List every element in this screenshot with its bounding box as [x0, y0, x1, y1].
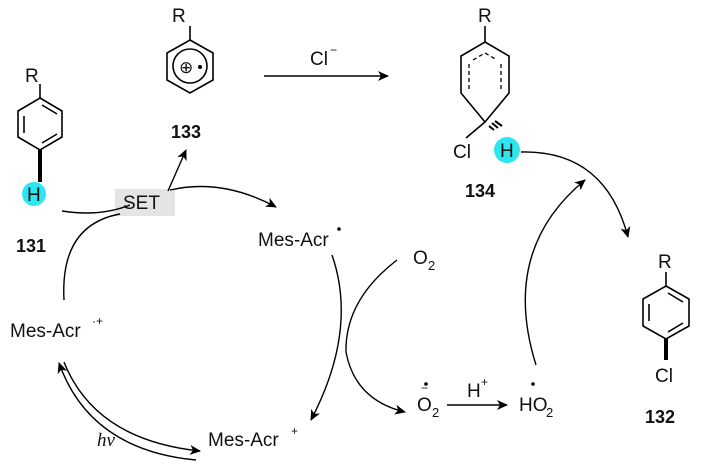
hv-excitation-arrow: [63, 361, 201, 455]
r-label: R: [478, 6, 492, 27]
dashed-delocalization: [468, 52, 502, 90]
highlight-h-circle: [494, 137, 520, 163]
hydroperoxyl-subscript: 2: [546, 405, 553, 420]
chloride-charge: −: [330, 43, 337, 57]
chlorine-label: Cl: [453, 142, 471, 163]
hydrogen-label: H: [500, 141, 514, 162]
rearomatization-arrow: [520, 151, 631, 238]
superoxide-label: O: [417, 395, 432, 416]
proton-label: H: [467, 381, 481, 402]
radical-dot: [198, 65, 202, 69]
radical-cation-superscript: ·+: [92, 314, 103, 328]
inner-double-bond: [667, 292, 684, 303]
charge-symbol: ⊕: [179, 58, 193, 77]
inner-double-bond: [41, 133, 58, 144]
mes-acr-radical-cation-label: Mes-Acr: [10, 321, 81, 342]
benzene-ring: [642, 285, 690, 340]
radical-dot: [424, 382, 428, 386]
compound-number-133: 133: [171, 122, 201, 142]
set-to-133-arrow: [167, 149, 187, 192]
mes-acr-cation-label: Mes-Acr: [208, 430, 279, 451]
delocalized-circle: [172, 48, 208, 84]
oxygen-label: O: [413, 248, 428, 269]
compound-number-131: 131: [16, 236, 46, 256]
compound-132: R Cl 132: [642, 252, 690, 427]
compound-131: H R 131: [16, 66, 63, 256]
radical-dot: [337, 227, 341, 231]
inner-double-bond: [667, 322, 684, 333]
r-label: R: [658, 252, 672, 273]
compound-number-134: 134: [465, 181, 495, 201]
chloride-label: Cl: [310, 49, 328, 70]
inner-double-bond: [41, 104, 58, 115]
o2-reduction-arrow: [345, 259, 406, 415]
r-label: R: [172, 6, 186, 27]
superoxide-subscript: 2: [432, 405, 439, 420]
compound-133: ⊕ R 133: [166, 6, 214, 142]
radical-dot: [531, 382, 535, 386]
set-box: [115, 189, 175, 216]
r-label: R: [25, 66, 39, 87]
set-label: SET: [123, 193, 160, 214]
cation-superscript: +: [291, 424, 298, 438]
compound-134: H Cl R 134: [453, 6, 520, 201]
mes-acr-to-cation-arrow: [310, 254, 342, 421]
benzene-ring: [166, 39, 214, 94]
cycle-left-arc: [63, 213, 121, 301]
compound-number-132: 132: [645, 407, 675, 427]
c-cl-bond: [465, 121, 486, 139]
hydroperoxyl-label: HO: [519, 395, 548, 416]
hv-return-arrow: [57, 362, 197, 461]
mes-acr-radical-label: Mes-Acr: [258, 230, 329, 251]
hydrogen-label: H: [27, 185, 41, 206]
proton-superscript: +: [481, 375, 488, 389]
chlorine-label: Cl: [655, 366, 673, 387]
oxygen-subscript: 2: [428, 258, 435, 273]
hydrogen-abstraction-arrow: [524, 179, 586, 366]
hashed-c-h-bond: [488, 120, 503, 131]
superoxide-charge: −: [421, 381, 428, 395]
set-to-mes-acr-arrow: [169, 185, 277, 208]
highlight-h-circle: [22, 182, 46, 206]
cyclohexadienyl-ring: [460, 41, 510, 124]
light-label: hν: [97, 430, 116, 451]
set-input-curve: [61, 204, 131, 214]
